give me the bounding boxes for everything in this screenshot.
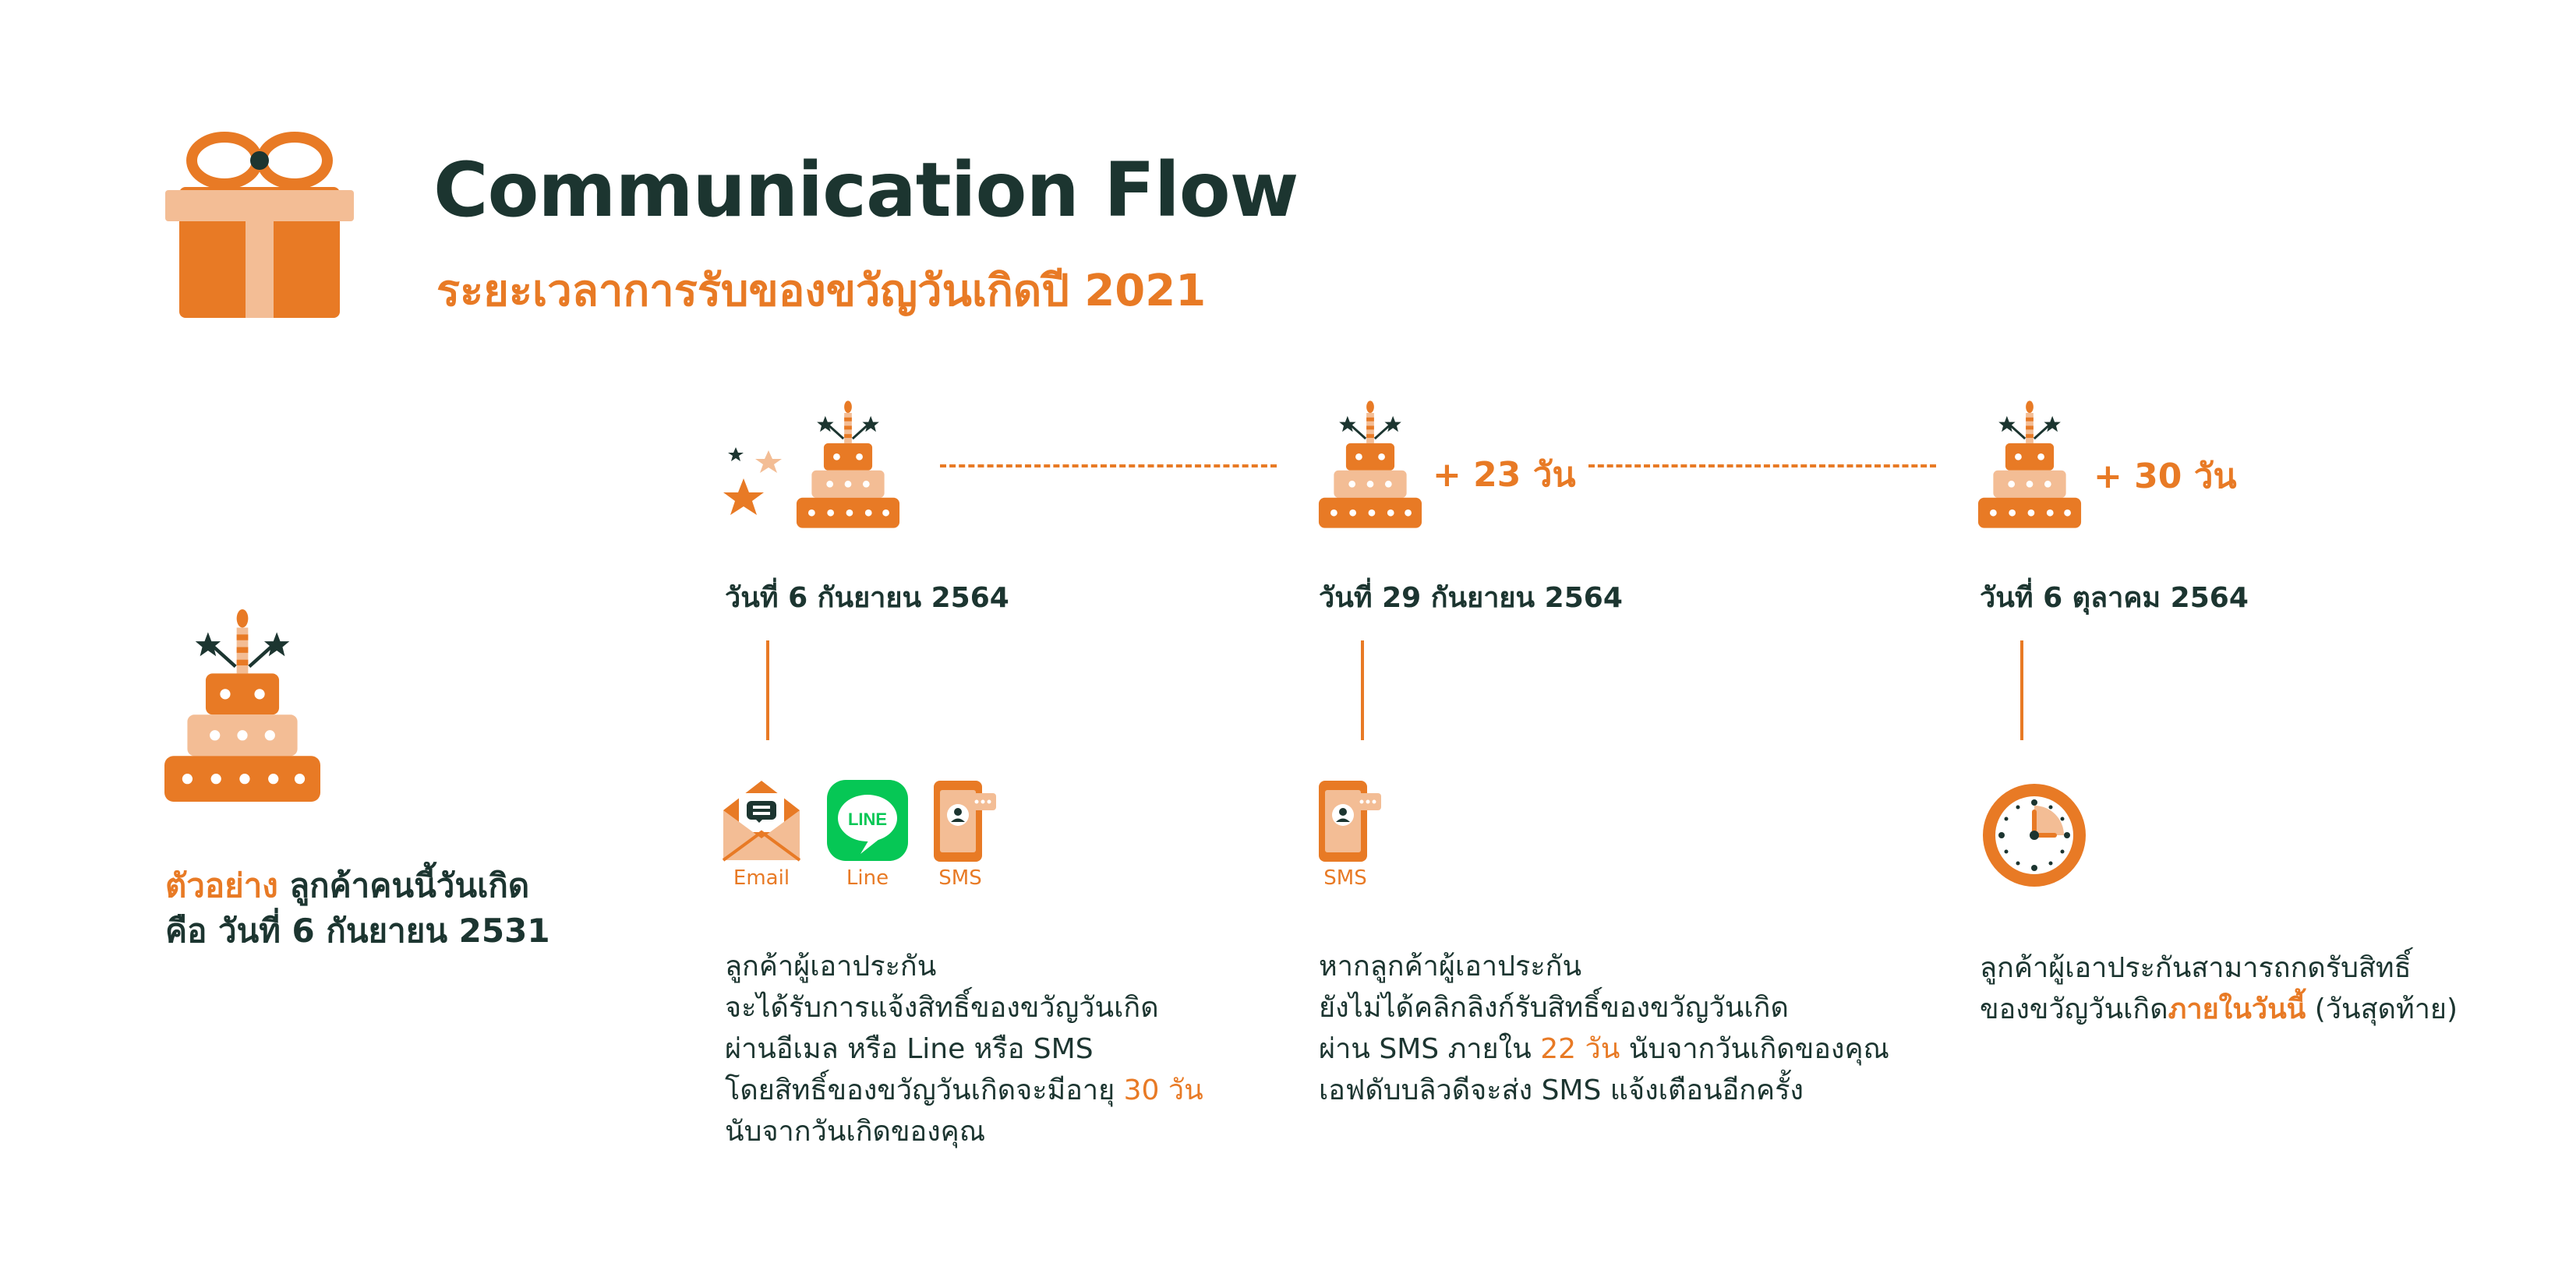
sms-icon [1317, 779, 1383, 865]
step3-desc-text: (วันสุดท้าย) [2306, 993, 2458, 1025]
step1-description: ลูกค้าผู้เอาประกัน จะได้รับการแจ้งสิทธิ์… [725, 946, 1203, 1152]
step1-desc-line: ผ่านอีเมล หรือ Line หรือ SMS [725, 1033, 1094, 1065]
line-icon: LINE [826, 779, 909, 862]
step2-connector [1361, 640, 1364, 740]
page-subtitle: ระยะเวลาการรับของขวัญวันเกิดปี 2021 [436, 266, 1207, 316]
cake-icon-step3 [1977, 400, 2083, 530]
step2-desc-line: หากลูกค้าผู้เอาประกัน [1319, 951, 1582, 982]
step3-description: ลูกค้าผู้เอาประกันสามารถกดรับสิทธิ์ ของข… [1980, 947, 2458, 1030]
gift-icon [164, 129, 355, 324]
step3-desc-highlight: ภายในวันนี้ [2168, 993, 2306, 1025]
step2-desc-line: เอฟดับบลิวดีจะส่ง SMS แจ้งเตือนอีกครั้ง [1319, 1074, 1804, 1106]
line-label: Line [846, 866, 889, 890]
step3-desc-line: ลูกค้าผู้เอาประกันสามารถกดรับสิทธิ์ [1980, 952, 2412, 984]
birthday-cake-icon [162, 609, 323, 804]
step1-desc-text: โดยสิทธิ์ของขวัญวันเกิดจะมีอายุ [725, 1074, 1124, 1106]
sms-icon [932, 779, 998, 865]
step3-desc-text: ของขวัญวันเกิด [1980, 993, 2168, 1025]
page-title: Communication Flow [433, 146, 1299, 234]
email-label: Email [733, 866, 790, 890]
cake-icon-step2 [1317, 400, 1423, 530]
step2-offset: + 23 วัน [1433, 455, 1576, 495]
step1-desc-line: ลูกค้าผู้เอาประกัน [725, 951, 937, 982]
sms-label: SMS [938, 866, 982, 890]
step2-date: วันที่ 29 กันยายน 2564 [1319, 582, 1623, 614]
cake-icon-step1 [795, 400, 901, 530]
step1-connector [766, 640, 769, 740]
step2-desc-highlight: 22 วัน [1540, 1033, 1620, 1065]
step1-desc-line: จะได้รับการแจ้งสิทธิ์ของขวัญวันเกิด [725, 992, 1159, 1024]
sms-label: SMS [1323, 866, 1367, 890]
line-logo-text: LINE [848, 810, 887, 829]
step2-description: หากลูกค้าผู้เอาประกัน ยังไม่ได้คลิกลิงก์… [1319, 946, 1889, 1111]
stars-icon [720, 446, 784, 516]
email-icon [722, 779, 801, 862]
step1-date: วันที่ 6 กันยายน 2564 [725, 582, 1009, 614]
example-line2: คือ วันที่ 6 กันยายน 2531 [165, 912, 550, 950]
example-highlight: ตัวอย่าง [165, 866, 278, 905]
timeline-connector-1 [940, 464, 1277, 467]
step3-date: วันที่ 6 ตุลาคม 2564 [1980, 582, 2249, 614]
example-line1: ลูกค้าคนนี้วันเกิด [277, 866, 530, 905]
timeline-connector-2 [1588, 464, 1936, 467]
step2-desc-line: ยังไม่ได้คลิกลิงก์รับสิทธิ์ของขวัญวันเกิ… [1319, 992, 1789, 1024]
step3-offset: + 30 วัน [2094, 457, 2237, 496]
step2-desc-text: ผ่าน SMS ภายใน [1319, 1033, 1541, 1065]
example-text: ตัวอย่าง ลูกค้าคนนี้วันเกิด คือ วันที่ 6… [165, 863, 550, 954]
clock-icon [1978, 779, 2090, 891]
step3-connector [2020, 640, 2023, 740]
step1-desc-line: นับจากวันเกิดของคุณ [725, 1116, 986, 1148]
step1-desc-highlight: 30 วัน [1123, 1074, 1203, 1106]
step2-desc-text: นับจากวันเกิดของคุณ [1620, 1033, 1889, 1065]
